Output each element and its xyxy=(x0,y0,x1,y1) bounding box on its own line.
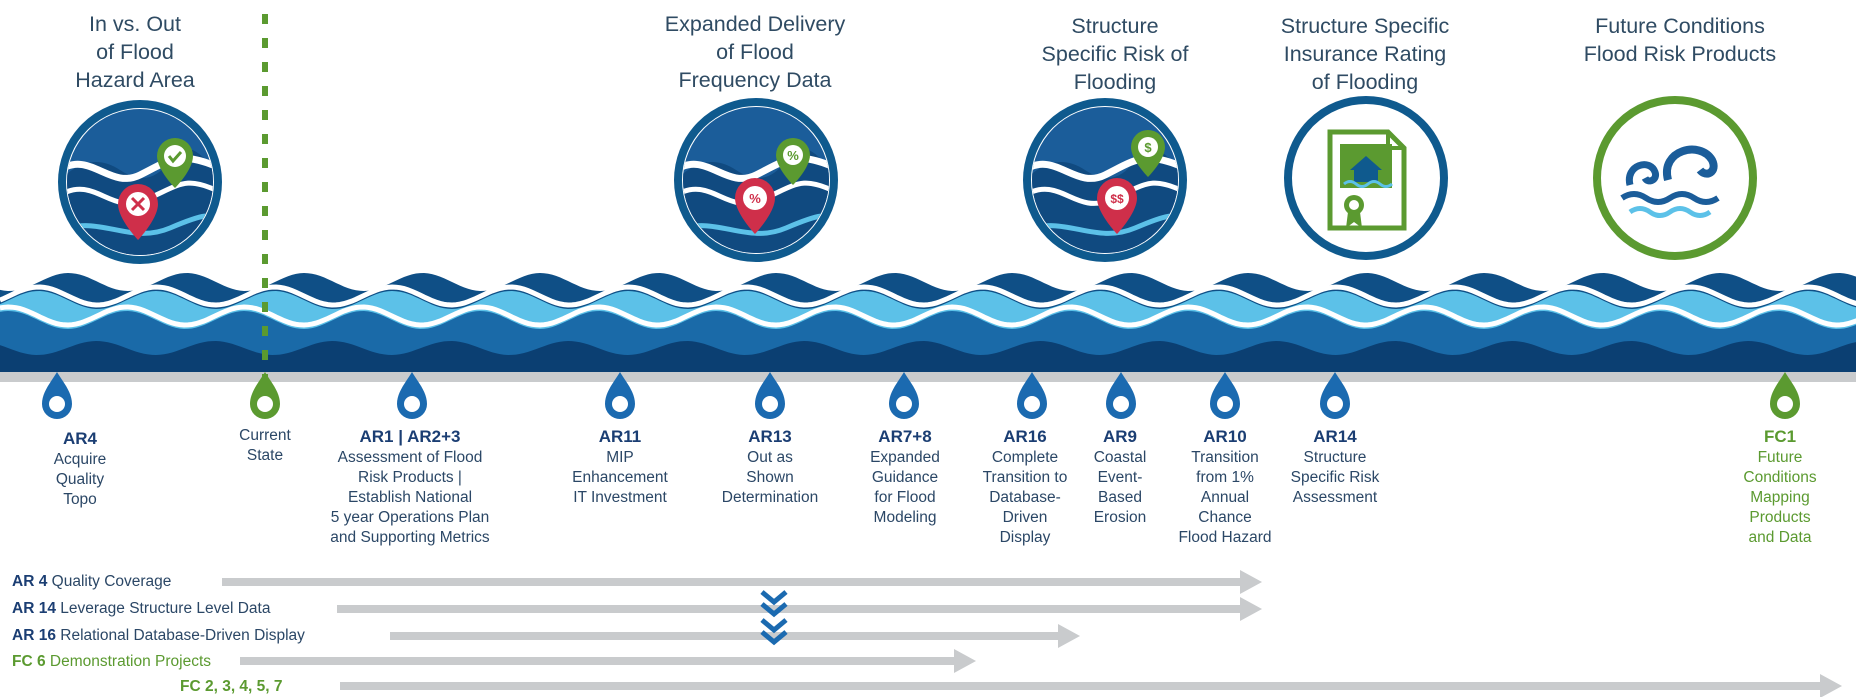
insurance-certificate-icon xyxy=(1284,96,1448,260)
milestone-ar9: AR9 Coastal Event- Based Erosion xyxy=(1080,426,1160,528)
milestone-code: AR14 xyxy=(1313,427,1357,446)
milestone-ar10: AR10 Transition from 1% Annual Chance Fl… xyxy=(1160,426,1290,548)
track-text: Demonstration Projects xyxy=(49,653,211,670)
track-code: FC 2, 3, 4, 5, 7 xyxy=(180,678,283,695)
future-waves-icon xyxy=(1593,96,1757,260)
milestone-code: AR1 | AR2+3 xyxy=(359,427,461,446)
milestone-fc1: FC1 Future Conditions Mapping Products a… xyxy=(1725,426,1835,548)
track-code: AR 16 xyxy=(12,627,56,644)
flood-map-dollar-icon: $ $$ xyxy=(1023,98,1187,262)
double-chevron-down-icon xyxy=(760,590,788,646)
milestone-drop-marker xyxy=(1210,372,1240,419)
milestone-ar11: AR11 MIP Enhancement IT Investment xyxy=(555,426,685,508)
milestone-desc: Future Conditions Mapping Products and D… xyxy=(1743,449,1817,546)
track-label-ar14: AR 14 Leverage Structure Level Data xyxy=(12,599,270,619)
milestone-desc: Current State xyxy=(239,427,291,464)
milestone-code: AR16 xyxy=(1003,427,1047,446)
milestone-desc: MIP Enhancement IT Investment xyxy=(572,449,668,506)
track-label-fc6: FC 6 Demonstration Projects xyxy=(12,652,211,672)
track-arrow xyxy=(340,674,1842,697)
milestone-code: AR7+8 xyxy=(878,427,932,446)
track-arrow xyxy=(222,570,1262,594)
milestone-ar13: AR13 Out as Shown Determination xyxy=(705,426,835,508)
header-in-vs-out: In vs. Out of Flood Hazard Area xyxy=(75,12,195,92)
milestone-drop-marker xyxy=(250,372,280,419)
milestone-ar14: AR14 Structure Specific Risk Assessment xyxy=(1270,426,1400,508)
milestone-desc: Complete Transition to Database- Driven … xyxy=(982,449,1068,546)
milestone-desc: Acquire Quality Topo xyxy=(53,451,107,508)
milestone-desc: Expanded Guidance for Flood Modeling xyxy=(870,449,940,526)
header-future-conditions: Future Conditions Flood Risk Products xyxy=(1583,14,1777,66)
track-label-fc-group: FC 2, 3, 4, 5, 7 xyxy=(180,677,283,697)
svg-text:%: % xyxy=(787,148,799,163)
track-arrow xyxy=(240,649,976,673)
svg-text:$$: $$ xyxy=(1110,192,1124,206)
milestone-drop-marker xyxy=(1770,372,1800,419)
milestone-ar16: AR16 Complete Transition to Database- Dr… xyxy=(965,426,1085,548)
milestone-drop-marker xyxy=(42,372,72,419)
svg-text:%: % xyxy=(749,191,761,206)
milestone-code: AR10 xyxy=(1203,427,1247,446)
milestone-ar4: AR4 Acquire Quality Topo xyxy=(20,428,140,510)
wave-band xyxy=(0,273,1856,372)
track-label-ar4: AR 4 Quality Coverage xyxy=(12,572,171,592)
milestone-drop-marker xyxy=(397,372,427,419)
milestone-code: AR4 xyxy=(62,429,97,448)
header-expanded-delivery: Expanded Delivery of Flood Frequency Dat… xyxy=(664,12,846,92)
track-arrow xyxy=(390,624,1080,648)
header-insurance-rating: Structure Specific Insurance Rating of F… xyxy=(1280,14,1450,94)
svg-text:$: $ xyxy=(1144,140,1152,155)
milestone-ar7-8: AR7+8 Expanded Guidance for Flood Modeli… xyxy=(850,426,960,528)
milestone-drop-marker xyxy=(755,372,785,419)
milestone-drop-marker xyxy=(1106,372,1136,419)
wave-crest-2 xyxy=(0,304,1856,328)
milestone-desc: Out as Shown Determination xyxy=(721,449,819,506)
milestone-desc: Coastal Event- Based Erosion xyxy=(1093,449,1147,526)
flood-map-percent-icon: % % xyxy=(674,98,838,262)
milestone-code: FC1 xyxy=(1763,427,1797,446)
header-structure-risk: Structure Specific Risk of Flooding xyxy=(1041,14,1189,94)
milestone-current-state: Current State xyxy=(215,426,315,466)
wave-crest-1 xyxy=(0,284,1856,308)
track-text: Relational Database-Driven Display xyxy=(60,627,305,644)
wave-dark-base xyxy=(0,341,1856,372)
milestone-ar1-ar2-3: AR1 | AR2+3 Assessment of Flood Risk Pro… xyxy=(300,426,520,548)
milestone-drop-marker xyxy=(1320,372,1350,419)
milestone-desc: Assessment of Flood Risk Products | Esta… xyxy=(330,449,490,546)
milestone-desc: Structure Specific Risk Assessment xyxy=(1290,449,1380,506)
track-text: Quality Coverage xyxy=(51,573,172,590)
track-text: Leverage Structure Level Data xyxy=(60,600,271,617)
milestone-drop-marker xyxy=(605,372,635,419)
track-label-ar16: AR 16 Relational Database-Driven Display xyxy=(12,626,305,646)
milestone-code: AR9 xyxy=(1102,427,1137,446)
milestone-code: AR11 xyxy=(598,427,642,446)
milestone-code: AR13 xyxy=(748,427,792,446)
track-code: AR 14 xyxy=(12,600,56,617)
milestone-desc: Transition from 1% Annual Chance Flood H… xyxy=(1178,449,1272,546)
track-code: FC 6 xyxy=(12,653,46,670)
milestone-drop-marker xyxy=(889,372,919,419)
flood-map-check-icon xyxy=(58,100,222,264)
track-arrow xyxy=(337,597,1262,621)
milestone-drop-marker xyxy=(1017,372,1047,419)
track-code: AR 4 xyxy=(12,573,48,590)
